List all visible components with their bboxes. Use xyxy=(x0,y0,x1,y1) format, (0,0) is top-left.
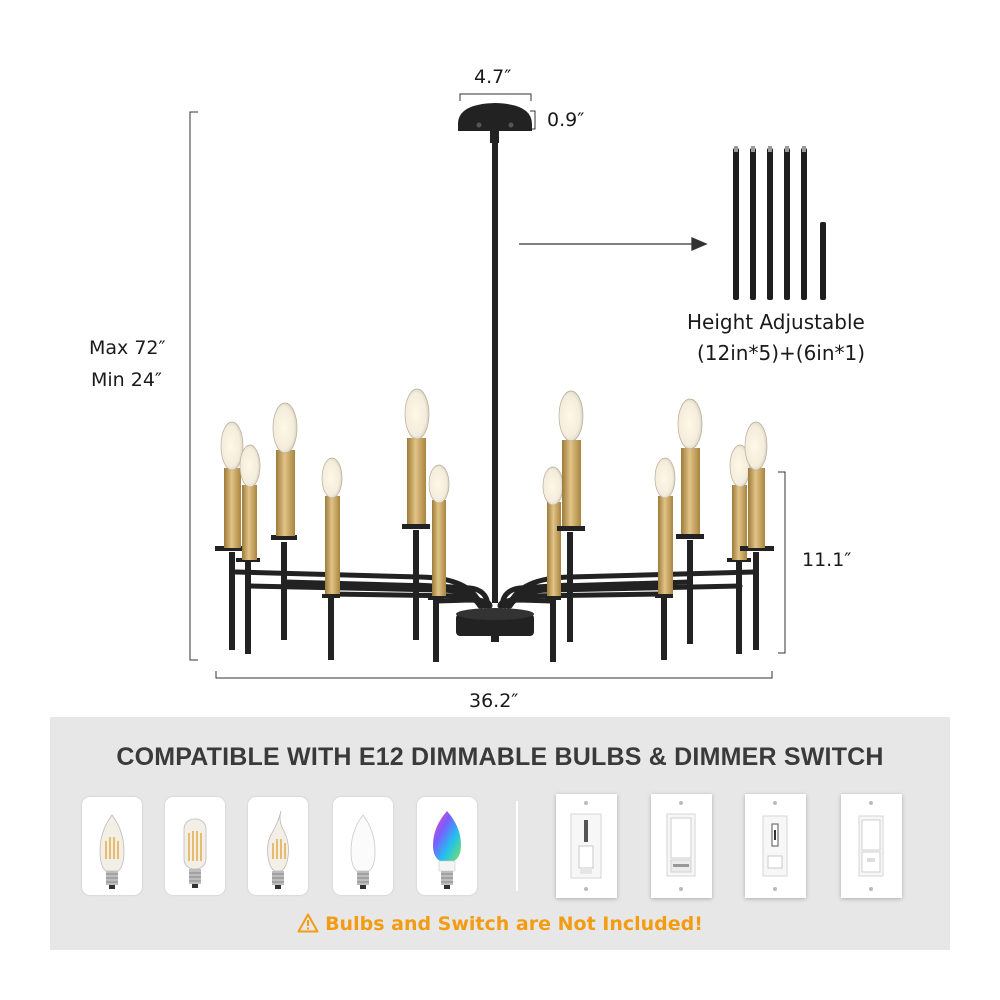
dimension-lines xyxy=(189,93,786,679)
warning-text: Bulbs and Switch are Not Included! xyxy=(325,913,703,935)
rods-detail: (12in*5)+(6in*1) xyxy=(697,341,866,365)
canopy-width-label: 4.7″ xyxy=(474,66,512,88)
candle-12 xyxy=(740,421,774,650)
paddle-dimmer-switch-icon xyxy=(841,794,902,898)
not-included-warning: Bulbs and Switch are Not Included! xyxy=(50,913,950,935)
candle-6 xyxy=(428,464,450,662)
max-height-label: Max 72″ xyxy=(89,337,166,359)
candle-filament-bulb-icon xyxy=(82,797,142,895)
canopy xyxy=(458,103,532,603)
candle-2 xyxy=(236,444,261,654)
candle-9 xyxy=(654,457,676,660)
compatibility-heading: COMPATIBLE WITH E12 DIMMABLE BULBS & DIM… xyxy=(116,743,884,771)
rods-title: Height Adjustable xyxy=(687,310,865,334)
slide-dimmer-switch-icon xyxy=(556,794,617,898)
candle-10 xyxy=(676,398,704,644)
frosted-candle-bulb-icon xyxy=(333,797,393,895)
body-height-label: 11.1″ xyxy=(802,549,852,571)
candle-4 xyxy=(321,457,343,660)
candle-7 xyxy=(542,466,564,662)
canopy-height-label: 0.9″ xyxy=(547,109,585,131)
extension-rods-icon xyxy=(733,146,826,300)
warning-triangle-icon xyxy=(297,913,319,933)
candle-3 xyxy=(271,402,298,640)
candle-8 xyxy=(557,390,585,642)
compatibility-panel: COMPATIBLE WITH E12 DIMMABLE BULBS & DIM… xyxy=(50,717,950,950)
toggle-dimmer-switch-icon xyxy=(745,794,806,898)
chandelier-illustration xyxy=(189,93,826,679)
center-hub xyxy=(456,608,534,642)
rocker-dimmer-switch-icon xyxy=(651,794,712,898)
panel-divider xyxy=(516,801,518,891)
arrow-right-icon xyxy=(519,237,708,251)
tubular-filament-bulb-icon xyxy=(165,797,225,895)
rgb-smart-bulb-icon xyxy=(417,797,477,895)
body-width-label: 36.2″ xyxy=(469,690,519,712)
candle-1 xyxy=(215,421,249,650)
candle-5 xyxy=(402,388,430,640)
candle-lights xyxy=(215,388,774,662)
min-height-label: Min 24″ xyxy=(91,369,163,391)
candle-11 xyxy=(727,444,751,654)
flame-tip-filament-bulb-icon xyxy=(248,797,308,895)
